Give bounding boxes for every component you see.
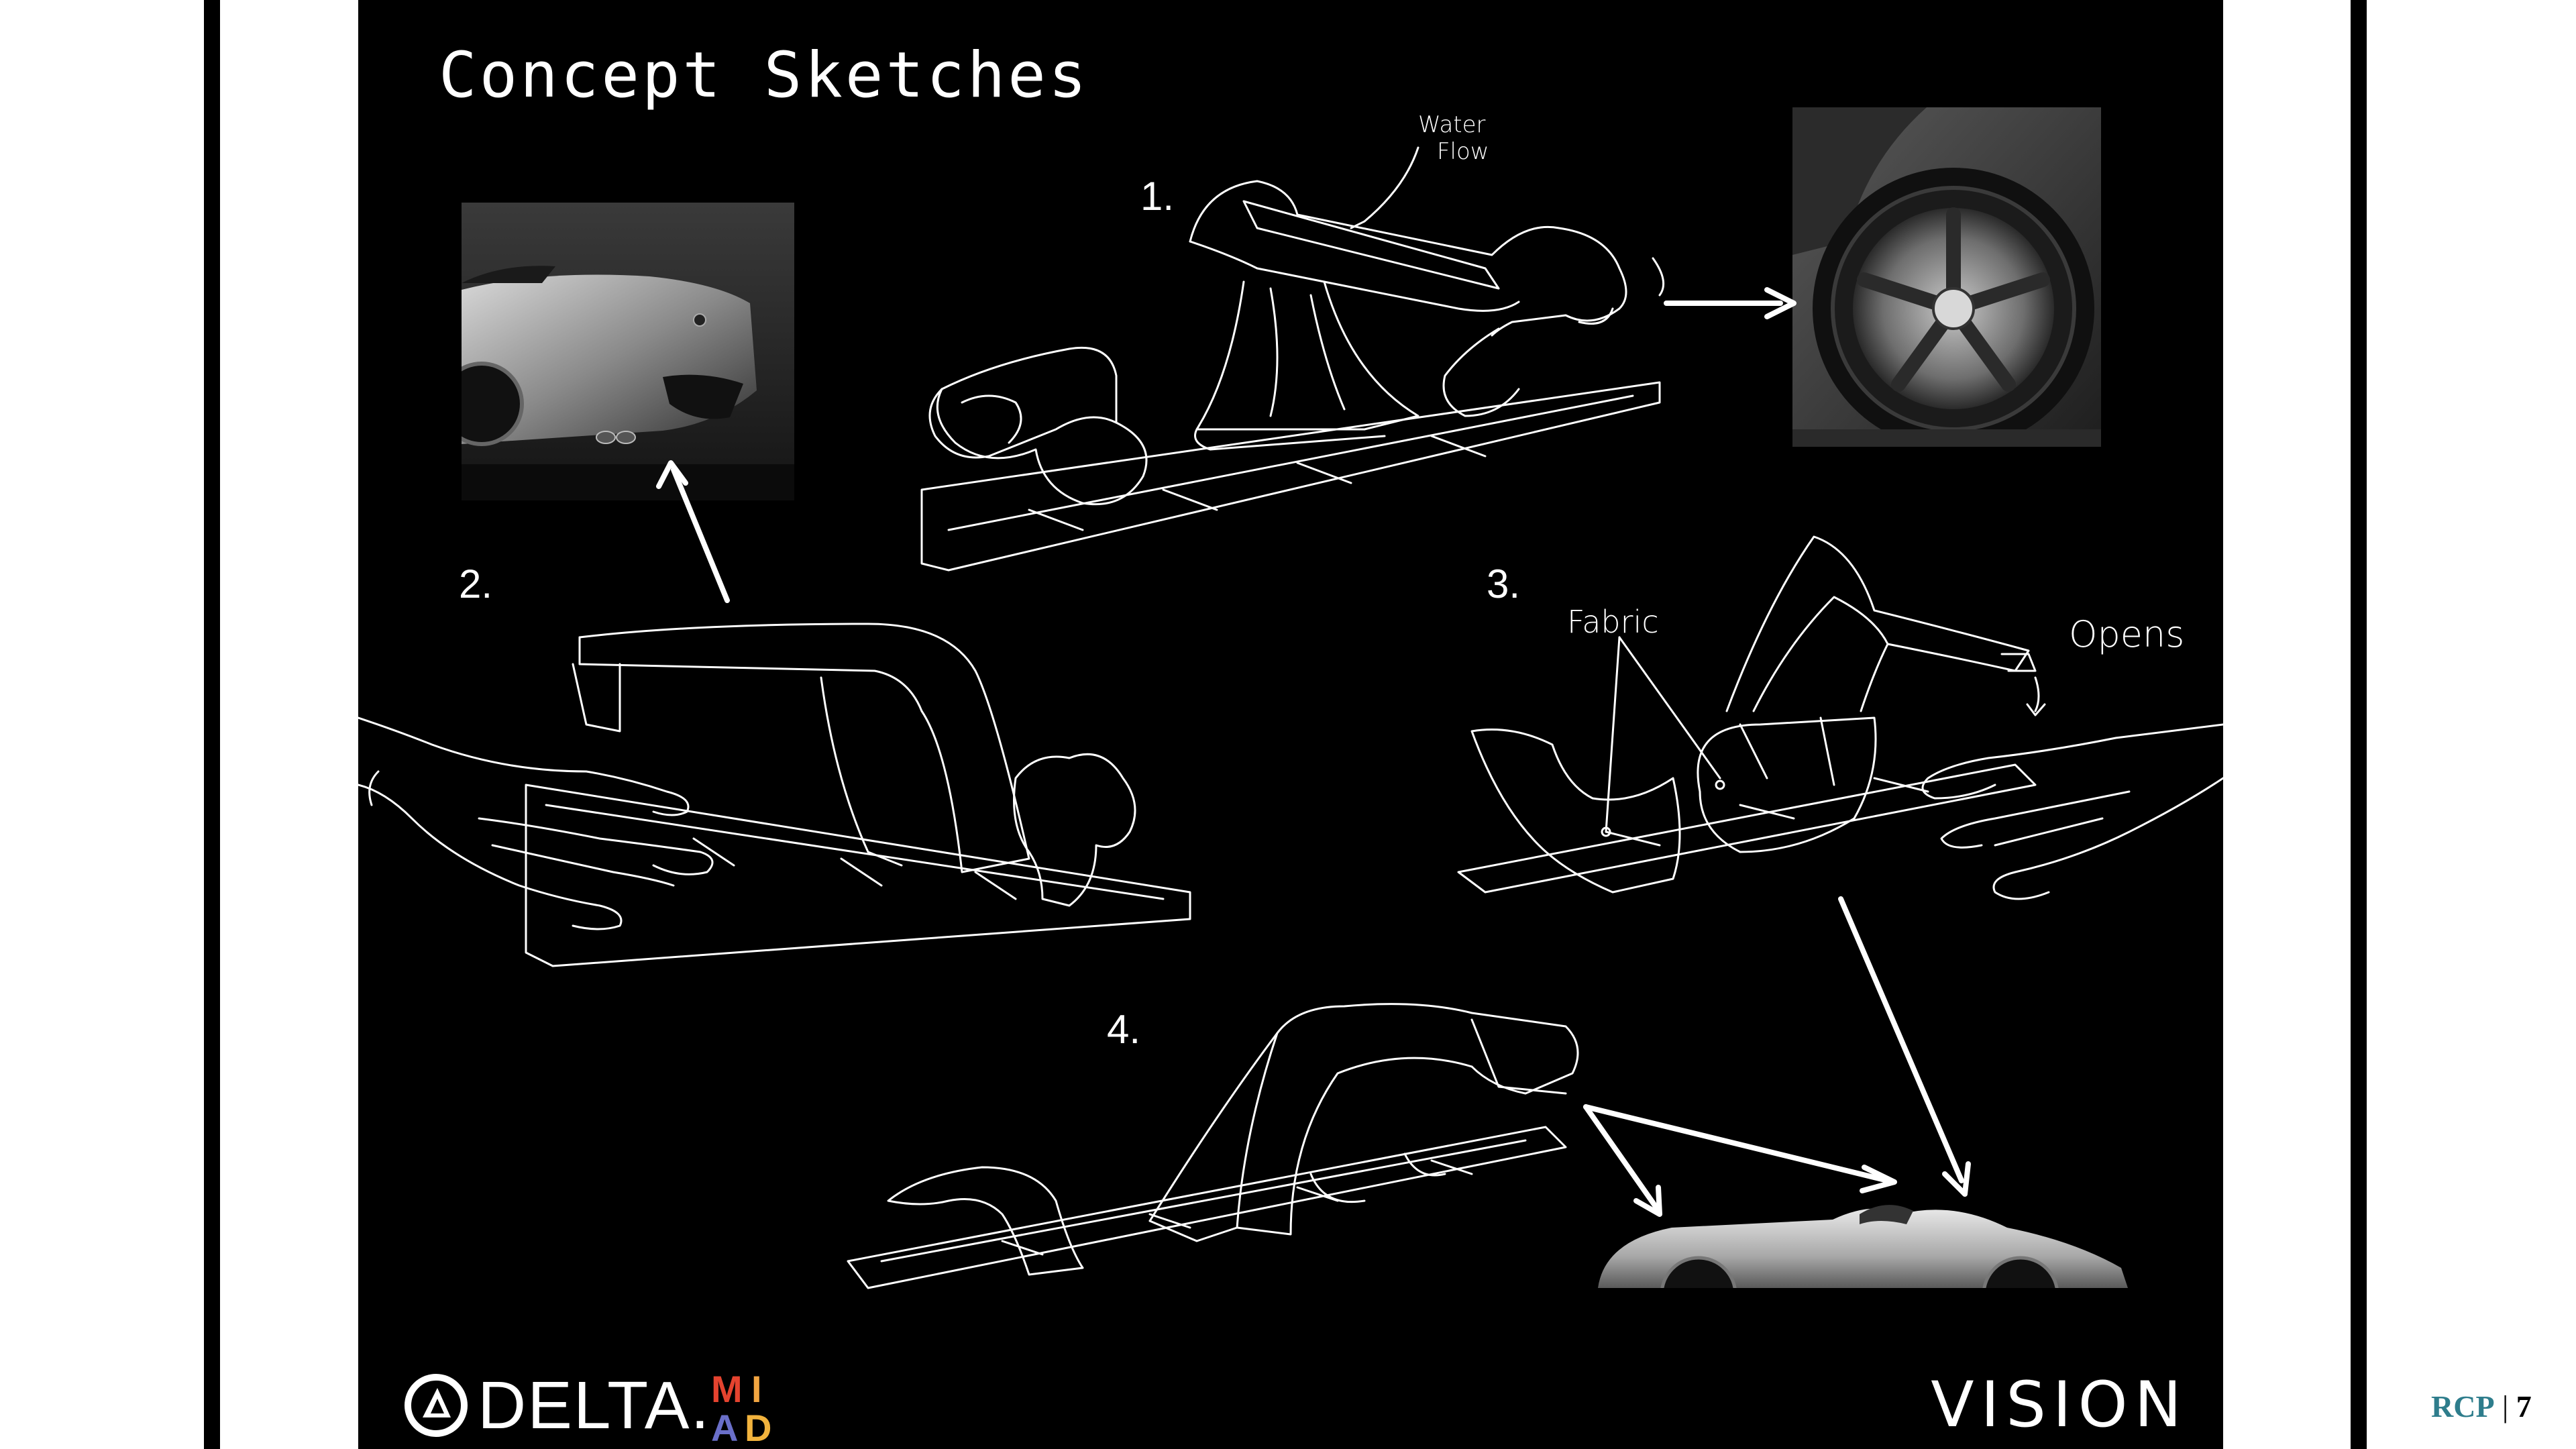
miad-logo-icon: M I A D: [710, 1368, 784, 1444]
label-1: 1.: [1140, 173, 1174, 219]
arrow-3-to-car: [1841, 899, 1962, 1181]
annotation-fabric: Fabric: [1567, 604, 1659, 640]
footer-separator: |: [2502, 1389, 2508, 1424]
concept-sketches: [358, 0, 2223, 1449]
water-flow-pointer: [1351, 148, 1418, 228]
fabric-pointer-1: [1606, 637, 1619, 832]
right-frame-bar: [2351, 0, 2367, 1449]
arrow-to-car-rear: [674, 470, 727, 600]
annotation-water: Water: [1418, 111, 1486, 138]
left-frame-bar: [204, 0, 220, 1449]
delta-logo: DELTA.: [402, 1368, 710, 1442]
label-4: 4.: [1107, 1006, 1140, 1053]
miad-letter-i: I: [751, 1368, 762, 1410]
miad-letter-a: A: [711, 1407, 738, 1444]
vision-label: VISION: [1931, 1368, 2188, 1442]
slide: Concept Sketches: [358, 0, 2223, 1449]
fabric-pointer-2: [1619, 637, 1720, 778]
label-3: 3.: [1487, 561, 1520, 607]
sketch-4: [848, 1004, 1578, 1288]
miad-letter-m: M: [711, 1368, 743, 1410]
sketch-2: [358, 624, 1190, 966]
opens-arrow-icon: [2027, 678, 2045, 715]
footer-brand: RCP: [2431, 1389, 2495, 1424]
sketch-1: [922, 181, 1664, 570]
footer-page-number: 7: [2516, 1389, 2532, 1424]
miad-letter-d: D: [745, 1407, 771, 1444]
delta-logo-icon: [402, 1372, 470, 1439]
sketch-3: [1458, 537, 2223, 899]
page-footer: RCP | 7: [2431, 1389, 2532, 1424]
label-2: 2.: [459, 561, 492, 607]
annotation-flow: Flow: [1437, 138, 1489, 165]
annotation-opens: Opens: [2069, 613, 2184, 655]
delta-logo-text: DELTA.: [478, 1367, 710, 1444]
